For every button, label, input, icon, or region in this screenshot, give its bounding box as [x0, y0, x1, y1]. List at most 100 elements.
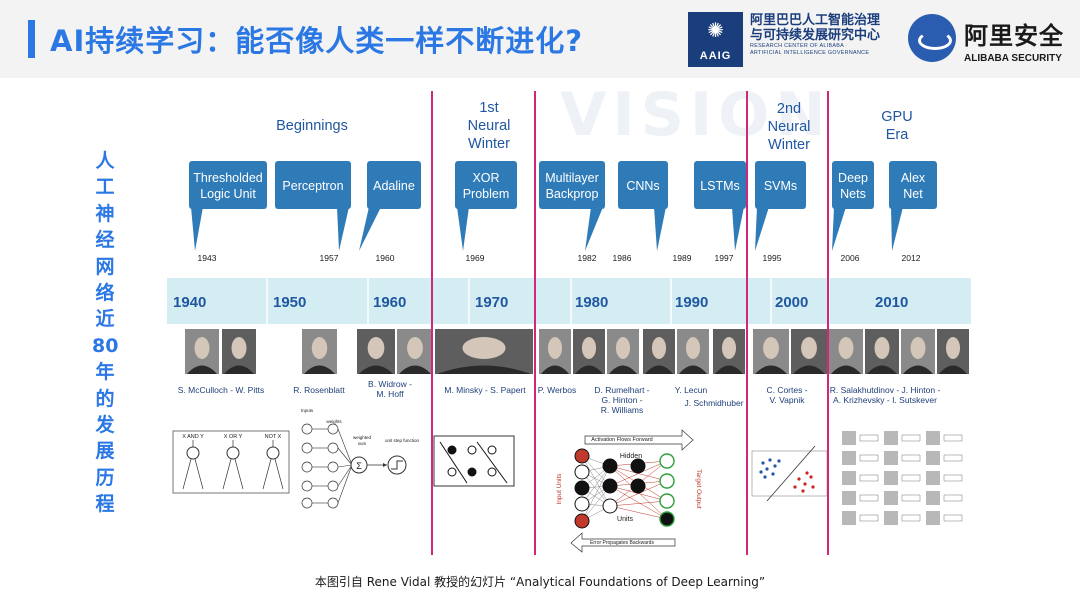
milestone-callout	[539, 161, 605, 209]
layer-box	[859, 514, 879, 522]
callout-pointer	[891, 207, 903, 251]
milestone-label: LSTMs	[700, 179, 740, 193]
side-title-char: 展	[95, 440, 115, 463]
portrait-shoulders	[903, 365, 933, 374]
svm-point	[768, 458, 772, 462]
xor-point	[447, 445, 457, 455]
feature-map	[926, 431, 940, 445]
side-title-char: 人	[95, 150, 115, 172]
xor-point	[487, 445, 497, 455]
layer-box	[859, 474, 879, 482]
side-title-char: 工	[95, 176, 115, 199]
logic-unit-label: X AND Y	[182, 434, 204, 440]
pioneer-name: R. Salakhutdinov - J. Hinton -	[830, 385, 941, 395]
milestone-callout	[455, 161, 517, 209]
milestone-label: Nets	[840, 187, 866, 201]
background-watermark: VISION	[560, 80, 832, 150]
input-node	[301, 461, 313, 473]
hidden-unit	[630, 458, 646, 474]
milestone-label: SVMs	[764, 179, 797, 193]
portrait-face	[615, 337, 631, 359]
pioneer-name: Y. Lecun	[675, 385, 708, 395]
decision-line	[476, 441, 508, 484]
svm-point	[761, 461, 765, 465]
layer-box	[901, 474, 921, 482]
era-label: Winter	[468, 136, 510, 152]
edge	[337, 464, 353, 468]
milestone-year: 1982	[578, 253, 597, 263]
decade-label: 1950	[273, 294, 306, 311]
portrait-shoulders	[359, 365, 393, 374]
portrait-shoulders	[793, 365, 825, 374]
portrait-shoulders	[541, 365, 569, 374]
aaig-name: 阿里巴巴人工智能治理 与可持续发展研究中心 RESEARCH CENTER OF…	[750, 13, 880, 57]
nn-edge	[581, 465, 611, 505]
portrait-shoulders	[609, 365, 637, 374]
layer-box	[859, 434, 879, 442]
portrait-shoulders	[399, 365, 431, 374]
milestone-label: Logic Unit	[200, 187, 256, 201]
edge	[182, 458, 192, 490]
era-label: Winter	[768, 137, 810, 153]
weight-node	[327, 442, 339, 454]
side-title-char: 神	[95, 202, 115, 225]
input-node	[301, 497, 313, 509]
milestone-year: 1957	[320, 253, 339, 263]
portrait-face	[581, 337, 597, 359]
pioneer-name: M. Minsky - S. Papert	[444, 385, 526, 395]
milestone-year: 2006	[841, 253, 860, 263]
weight-node	[327, 480, 339, 492]
input-node	[301, 442, 313, 454]
milestone-label: CNNs	[626, 179, 659, 193]
backprop-label: Target Output	[695, 469, 702, 509]
xor-point	[487, 467, 497, 477]
output-unit	[659, 473, 675, 489]
portrait-face	[801, 337, 817, 359]
layer-box	[901, 454, 921, 462]
output-unit	[659, 453, 675, 469]
era-label: Neural	[768, 119, 811, 135]
logic-unit-node	[266, 446, 280, 460]
decade-label: 1940	[173, 294, 206, 311]
nn-edge	[581, 465, 611, 522]
xor-point	[447, 467, 457, 477]
era-label: Neural	[468, 118, 511, 134]
nn-edge	[609, 505, 668, 520]
callout-pointer	[359, 207, 381, 251]
portrait-face	[311, 337, 328, 359]
nn-edge	[609, 485, 668, 520]
feature-map	[884, 511, 898, 525]
edge	[222, 458, 232, 490]
hidden-unit	[630, 478, 646, 494]
milestone-year: 1989	[673, 253, 692, 263]
feature-map	[926, 451, 940, 465]
portrait-shoulders	[304, 365, 335, 374]
pioneer-name: R. Williams	[601, 405, 644, 415]
xor-point	[467, 467, 477, 477]
feature-map	[842, 491, 856, 505]
side-title-char: 近	[95, 308, 115, 331]
portrait-face	[874, 337, 890, 359]
milestone-year: 1997	[715, 253, 734, 263]
perceptron-label: sum	[358, 441, 367, 446]
aaig-logo: ✺ AAIG	[688, 12, 743, 67]
milestone-year: 1969	[466, 253, 485, 263]
forward-arrow	[584, 429, 694, 451]
hidden-unit	[602, 498, 618, 514]
milestone-label: Alex	[901, 171, 926, 185]
input-unit	[574, 480, 590, 496]
portrait-face	[945, 337, 961, 359]
xor-diagram	[433, 435, 515, 487]
svm-point	[811, 485, 815, 489]
portrait-shoulders	[939, 365, 967, 374]
svm-hyperplane	[766, 445, 816, 502]
input-unit	[574, 496, 590, 512]
portrait-face	[194, 337, 210, 359]
perceptron-label: Inputs	[301, 408, 314, 413]
side-title-char: 80	[92, 334, 119, 357]
aaig-logo-text: AAIG	[699, 50, 732, 62]
era-label: GPU	[881, 109, 912, 125]
input-node	[301, 480, 313, 492]
